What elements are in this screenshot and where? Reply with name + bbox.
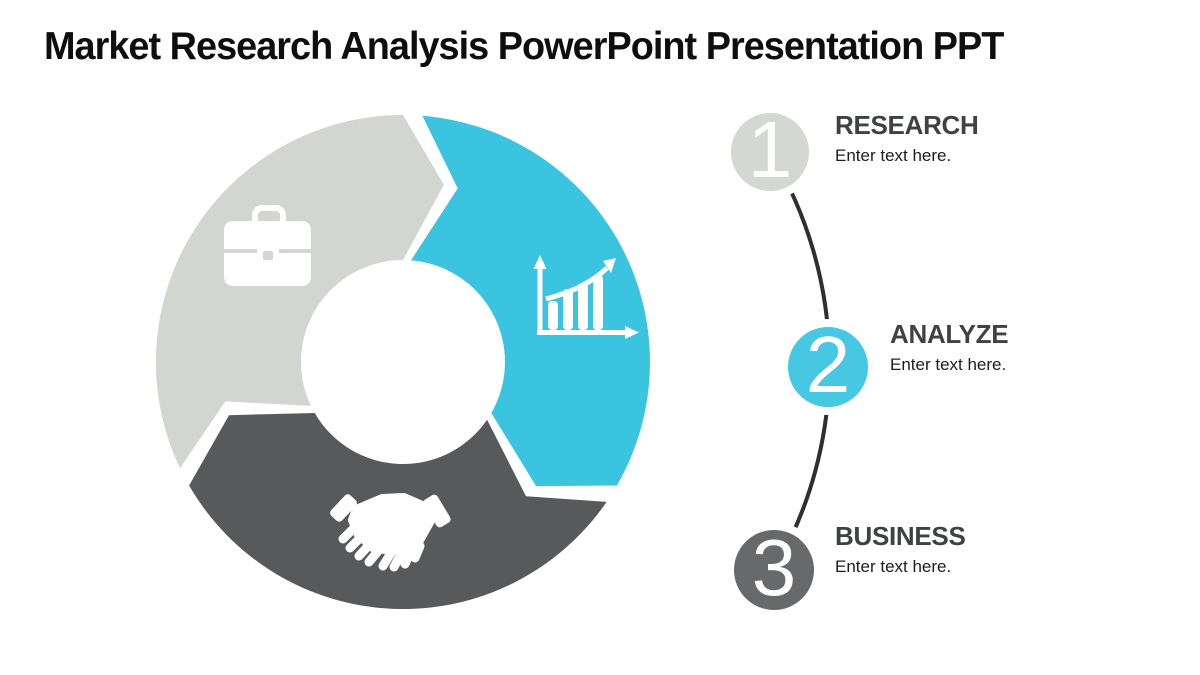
step-number-2: 2	[805, 320, 851, 409]
step-label: RESEARCH	[835, 110, 979, 140]
segment-analyze	[411, 115, 650, 487]
segment-research	[155, 114, 444, 469]
step-item-business: BUSINESS Enter text here.	[835, 523, 966, 575]
step-circle-1	[723, 105, 817, 199]
slide-title: Market Research Analysis PowerPoint Pres…	[44, 25, 1004, 68]
briefcase-icon	[224, 205, 311, 286]
step-number-3: 3	[751, 523, 797, 612]
step-description: Enter text here.	[835, 146, 952, 165]
step-circle-3	[726, 522, 822, 618]
step-label: ANALYZE	[890, 319, 1009, 349]
step-circle-2	[780, 319, 876, 415]
step-description: Enter text here.	[890, 355, 1007, 374]
step-item-research: RESEARCH Enter text here.	[835, 112, 979, 164]
step-label: BUSINESS	[835, 521, 966, 551]
handshake-icon	[330, 493, 451, 572]
bar-chart-icon	[533, 255, 639, 339]
step-number-1: 1	[747, 105, 793, 194]
step-item-analyze: ANALYZE Enter text here.	[890, 319, 1009, 374]
step-description: Enter text here.	[835, 557, 952, 576]
